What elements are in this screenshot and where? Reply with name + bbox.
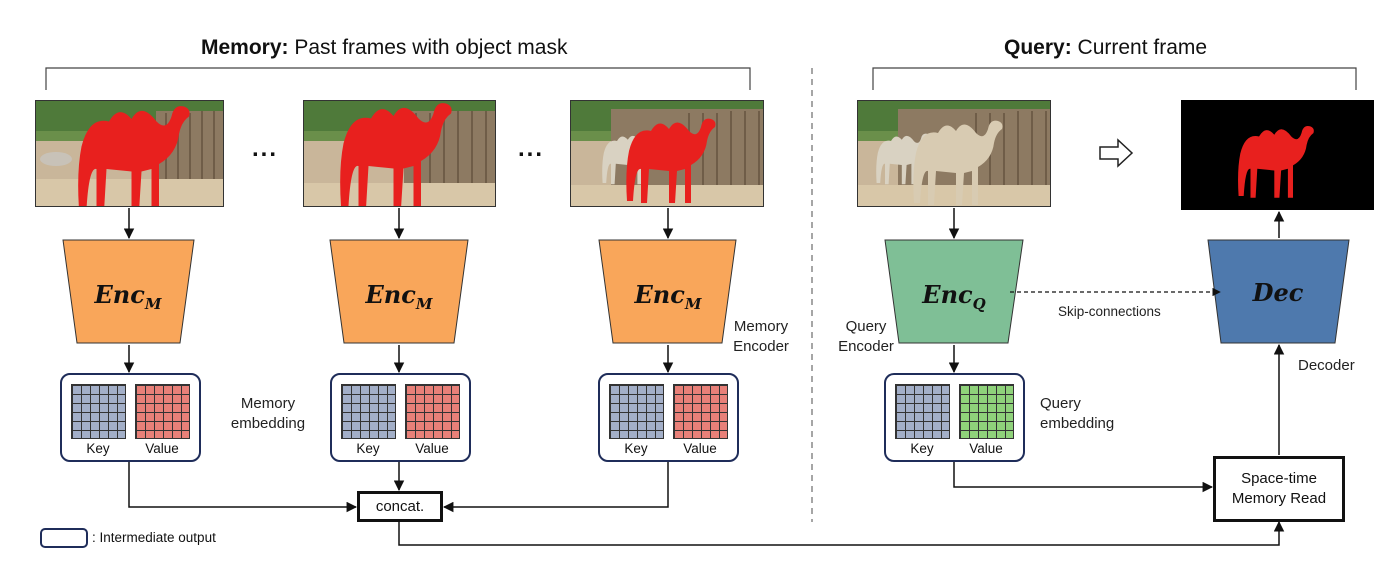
legend-label: : Intermediate output — [92, 530, 216, 545]
space-time-memory-read: Space-time Memory Read — [1213, 456, 1345, 522]
decoder-shape — [1207, 239, 1350, 344]
query-section-title: Query: Current frame — [1004, 36, 1208, 59]
key-label: Key — [356, 441, 380, 456]
memory-encoder-shape-2 — [329, 239, 469, 344]
key-label: Key — [910, 441, 934, 456]
memory-frame-3 — [570, 100, 764, 207]
memory-section-title: Memory: Past frames with object mask — [201, 36, 568, 59]
query-encoder: EncQ — [922, 280, 986, 313]
memory-embedding-1: Key Value — [60, 373, 201, 462]
query-frame — [857, 100, 1051, 207]
ellipsis-1: ... — [252, 135, 279, 162]
query-encoder-shape — [884, 239, 1024, 344]
value-label: Value — [415, 441, 449, 456]
memory-embedding-3: Key Value — [598, 373, 739, 462]
memory-frame-2 — [303, 100, 496, 207]
key-grid — [341, 384, 396, 439]
key-grid — [71, 384, 126, 439]
memory-encoder-2: EncM — [365, 280, 433, 313]
value-label: Value — [145, 441, 179, 456]
key-label: Key — [624, 441, 648, 456]
query-bracket — [872, 67, 1357, 90]
ellipsis-2: ... — [518, 135, 545, 162]
decoder: Dec — [1252, 278, 1304, 307]
memory-embedding-2: Key Value — [330, 373, 471, 462]
value-grid — [959, 384, 1014, 439]
memory-encoder-shape-1 — [62, 239, 195, 344]
query-embedding: Key Value — [884, 373, 1025, 462]
memory-encoder-3: EncM — [634, 280, 702, 313]
output-arrow-icon — [1099, 138, 1134, 168]
memory-bracket — [45, 67, 751, 90]
legend-swatch — [40, 528, 88, 548]
value-grid — [405, 384, 460, 439]
memory-frame-1 — [35, 100, 224, 207]
memory-encoder-1: EncM — [94, 280, 162, 313]
value-label: Value — [683, 441, 717, 456]
output-mask-frame — [1181, 100, 1374, 210]
value-label: Value — [969, 441, 1003, 456]
decoder-label: Decoder — [1298, 357, 1355, 374]
memory-encoder-shape-3 — [598, 239, 737, 344]
concat-box: concat. — [357, 491, 443, 522]
value-grid — [673, 384, 728, 439]
key-label: Key — [86, 441, 110, 456]
key-grid — [609, 384, 664, 439]
key-grid — [895, 384, 950, 439]
value-grid — [135, 384, 190, 439]
skip-connections-label: Skip-connections — [1058, 304, 1161, 319]
